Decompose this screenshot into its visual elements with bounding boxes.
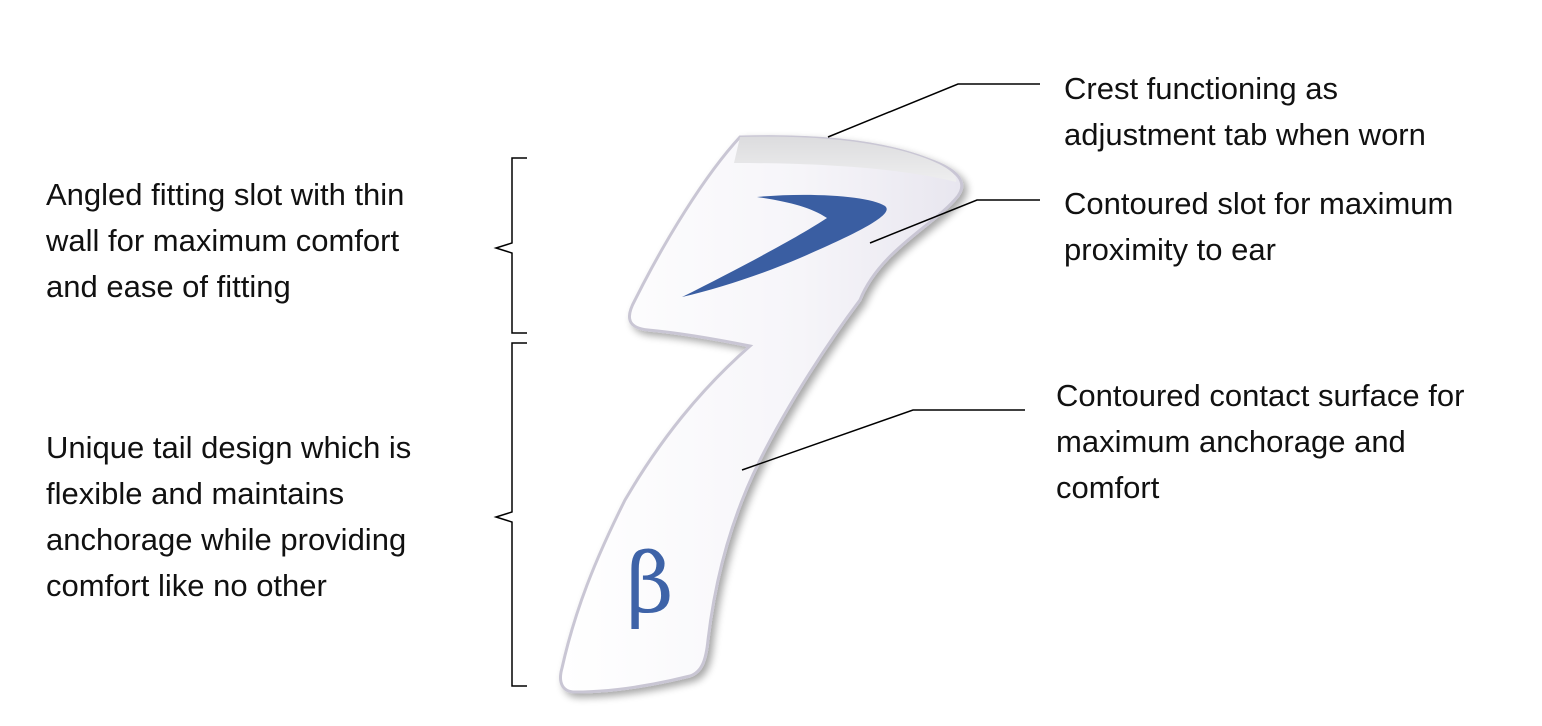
label-line: comfort like no other — [46, 568, 327, 603]
label-line: maximum anchorage and — [1056, 424, 1406, 459]
bracket-fitting-slot — [493, 157, 527, 334]
contoured-slot-accent — [682, 194, 887, 297]
label-line: anchorage while providing — [46, 522, 407, 557]
label-line: flexible and maintains — [46, 476, 345, 511]
leader-line-contact-surface — [741, 409, 1025, 471]
bracket-tail-design — [493, 342, 527, 687]
label-line: Contoured slot for maximum — [1064, 186, 1454, 221]
label-fitting-slot: Angled fitting slot with thin wall for m… — [46, 172, 404, 310]
crest-tab — [734, 136, 957, 182]
label-line: and ease of fitting — [46, 269, 291, 304]
label-line: comfort — [1056, 470, 1160, 505]
label-line: wall for maximum comfort — [46, 223, 400, 258]
label-line: Crest functioning as — [1064, 71, 1338, 106]
leader-line-crest — [827, 83, 1040, 138]
label-crest: Crest functioning as adjustment tab when… — [1064, 66, 1426, 158]
label-contoured-slot: Contoured slot for maximum proximity to … — [1064, 181, 1453, 273]
label-contact-surface: Contoured contact surface for maximum an… — [1056, 373, 1464, 511]
label-line: Contoured contact surface for — [1056, 378, 1465, 413]
device-body — [559, 135, 964, 694]
label-line: Angled fitting slot with thin — [46, 177, 405, 212]
label-line: proximity to ear — [1064, 232, 1276, 267]
label-tail-design: Unique tail design which is flexible and… — [46, 425, 411, 609]
label-line: Unique tail design which is — [46, 430, 412, 465]
label-line: adjustment tab when worn — [1064, 117, 1426, 152]
leader-line-contoured-slot — [869, 199, 1040, 244]
beta-logo: β — [626, 537, 673, 632]
